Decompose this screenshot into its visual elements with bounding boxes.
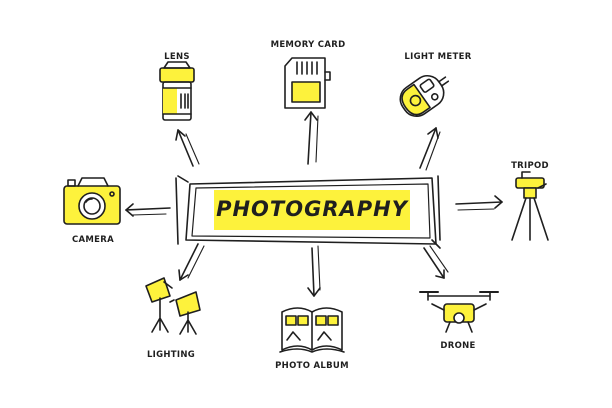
lens-icon (159, 61, 195, 121)
tripod-icon (511, 171, 549, 241)
center-title: PHOTOGRAPHY (216, 197, 408, 221)
photo-album-icon (279, 307, 345, 353)
memory-card-icon (284, 57, 331, 109)
drone-icon (419, 291, 499, 333)
label-lens: LENS (164, 52, 190, 62)
label-memory-card: MEMORY CARD (270, 40, 346, 50)
label-drone: DRONE (440, 341, 476, 351)
label-photo-album: PHOTO ALBUM (275, 361, 349, 371)
camera-icon (63, 177, 121, 225)
center-frame (175, 175, 441, 249)
label-camera: CAMERA (71, 235, 115, 245)
arrows (125, 111, 503, 297)
label-light-meter: LIGHT METER (404, 52, 472, 62)
lighting-icon (145, 277, 201, 335)
label-lighting: LIGHTING (146, 350, 196, 360)
label-tripod: TRIPOD (511, 161, 549, 171)
light-meter-icon (399, 74, 450, 118)
